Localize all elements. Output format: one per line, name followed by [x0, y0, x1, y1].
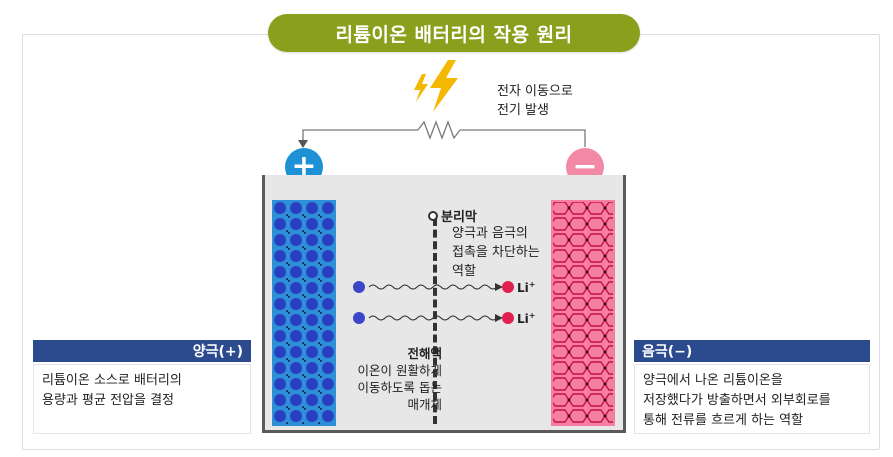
separator-label: 분리막	[428, 206, 477, 225]
li-ion-label-1: Li+	[517, 280, 535, 295]
anode-desc-line-3: 통해 전류를 흐르게 하는 역할	[643, 413, 804, 428]
cathode-header: 양극(+)	[33, 340, 251, 362]
separator-desc-line-3: 역할	[452, 264, 476, 279]
li-ion-text-2: Li	[517, 312, 529, 326]
separator-desc-line-1: 양극과 음극의	[452, 226, 528, 241]
anode-header: 음극(−)	[634, 340, 870, 362]
li-ion-charge-2: +	[528, 311, 536, 320]
electrolyte-desc-line-3: 매개체	[407, 397, 442, 412]
anode-desc-line-1: 양극에서 나온 리튬이온을	[643, 373, 783, 388]
electron-flow-annotation: 전자 이동으로 전기 발생	[497, 82, 573, 120]
separator	[433, 218, 437, 424]
cathode-particle-pattern	[274, 202, 334, 424]
separator-marker-icon	[428, 210, 438, 221]
electrolyte-title: 전해액	[407, 346, 442, 361]
anode-graphite-pattern	[553, 202, 613, 424]
separator-description: 양극과 음극의 접촉을 차단하는 역할	[452, 224, 540, 281]
electrolyte-desc-line-1: 이온이 원활하게	[357, 363, 442, 378]
electron-flow-line-1: 전자 이동으로	[497, 84, 573, 99]
arrow-right-icon	[495, 283, 503, 291]
diagram-title: 리튬이온 배터리의 작용 원리	[268, 14, 640, 52]
ion-flow	[353, 281, 514, 324]
anode-electrode	[551, 200, 615, 426]
li-ion-dot-1	[502, 281, 514, 293]
wave-path-1	[368, 284, 498, 290]
electrolyte-desc-line-2: 이동하도록 돕는	[357, 380, 442, 395]
cathode-info: 리튬이온 소스로 배터리의 용량과 평균 전압을 결정	[33, 364, 251, 434]
arrow-right-icon	[495, 314, 503, 322]
anode-desc-line-2: 저장했다가 방출하면서 외부회로를	[643, 393, 831, 408]
wave-path-2	[368, 315, 498, 321]
cathode-desc-line-1: 리튬이온 소스로 배터리의	[42, 373, 182, 388]
anode-info: 양극에서 나온 리튬이온을 저장했다가 방출하면서 외부회로를 통해 전류를 흐…	[634, 364, 870, 434]
electron-dot-1	[353, 281, 365, 293]
li-ion-dot-2	[502, 312, 514, 324]
electron-flow-line-2: 전기 발생	[497, 103, 549, 118]
li-ion-label-2: Li+	[517, 311, 535, 326]
cathode-electrode	[272, 200, 336, 426]
lightning-icon	[414, 60, 458, 112]
li-ion-text-1: Li	[517, 281, 529, 295]
separator-desc-line-2: 접촉을 차단하는	[452, 245, 540, 260]
electron-dot-2	[353, 312, 365, 324]
separator-title: 분리막	[441, 210, 477, 225]
li-ion-charge-1: +	[528, 280, 536, 289]
electrolyte-description: 이온이 원활하게 이동하도록 돕는 매개체	[332, 362, 442, 413]
cathode-desc-line-2: 용량과 평균 전압을 결정	[42, 393, 174, 408]
